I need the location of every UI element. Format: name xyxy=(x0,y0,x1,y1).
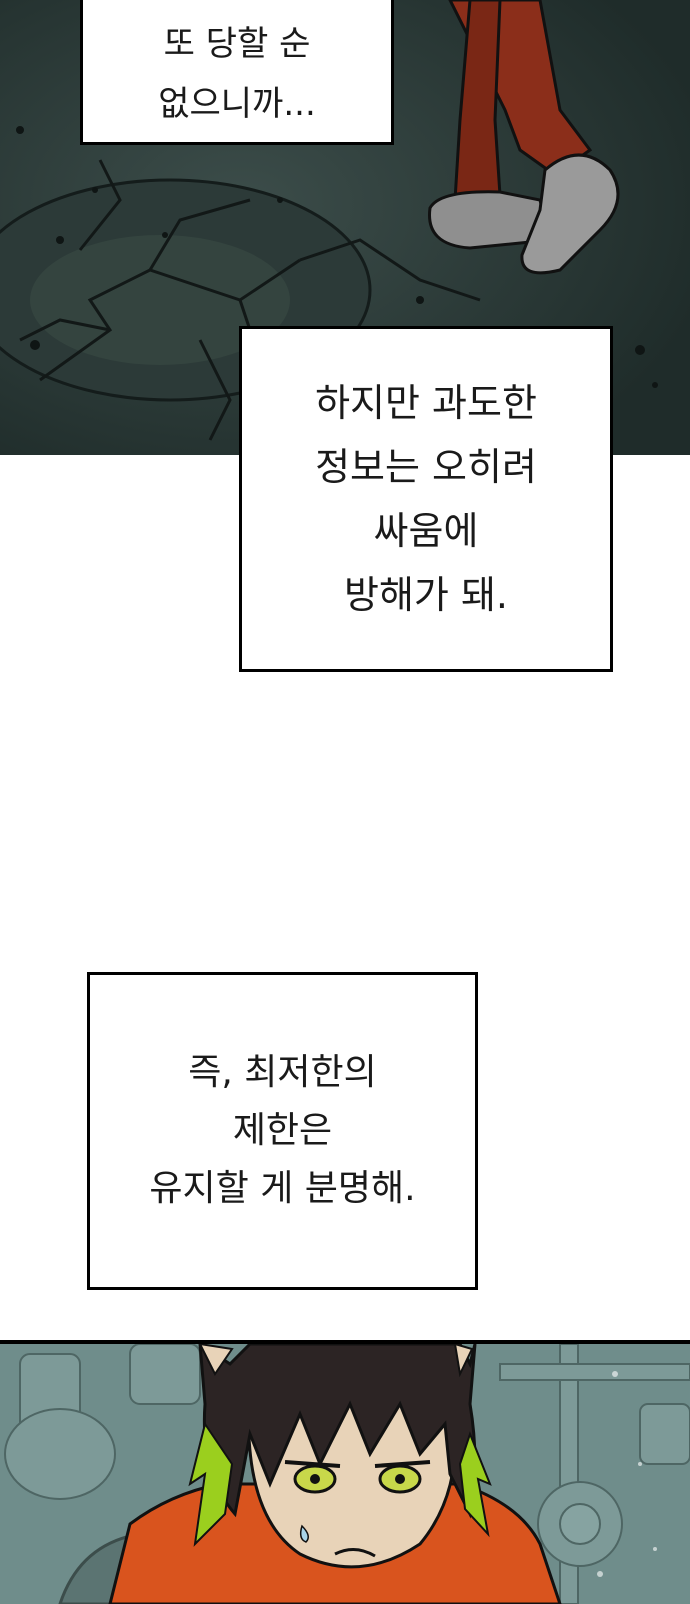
caption-box-top: 또 당할 순 없으니까... xyxy=(80,0,394,145)
bottom-comic-panel xyxy=(0,1340,690,1604)
sparkles xyxy=(468,1371,657,1577)
rubble-dots xyxy=(16,126,658,388)
right-shoe xyxy=(520,153,620,275)
caption-line: 유지할 게 분명해. xyxy=(149,1168,416,1209)
character-legs xyxy=(428,0,620,275)
caption-line: 또 당할 순 xyxy=(163,23,311,64)
hair-tips-right xyxy=(458,1431,492,1538)
caption-line: 하지만 과도한 xyxy=(315,381,537,425)
right-ear xyxy=(453,1344,474,1378)
caption-line: 싸움에 xyxy=(373,509,479,553)
background-pipes xyxy=(4,1344,690,1604)
caption-box-middle: 하지만 과도한 정보는 오히려 싸움에 방해가 돼. xyxy=(239,326,613,672)
crater-inner xyxy=(30,235,290,365)
caption-line: 제한은 xyxy=(232,1110,333,1151)
hair-tips-left xyxy=(188,1421,234,1547)
caption-line: 즉, 최저한의 xyxy=(188,1052,377,1093)
sweat-drop xyxy=(299,1524,309,1543)
mouth xyxy=(334,1548,376,1558)
caption-box-bottom: 즉, 최저한의 제한은 유지할 게 분명해. xyxy=(87,972,478,1290)
left-ear xyxy=(198,1344,234,1376)
caption-line: 방해가 돼. xyxy=(344,573,508,617)
caption-line: 정보는 오히려 xyxy=(315,445,537,489)
caption-line: 없으니까... xyxy=(158,83,316,124)
character-portrait-scene xyxy=(0,1344,690,1604)
eyes xyxy=(284,1460,431,1494)
